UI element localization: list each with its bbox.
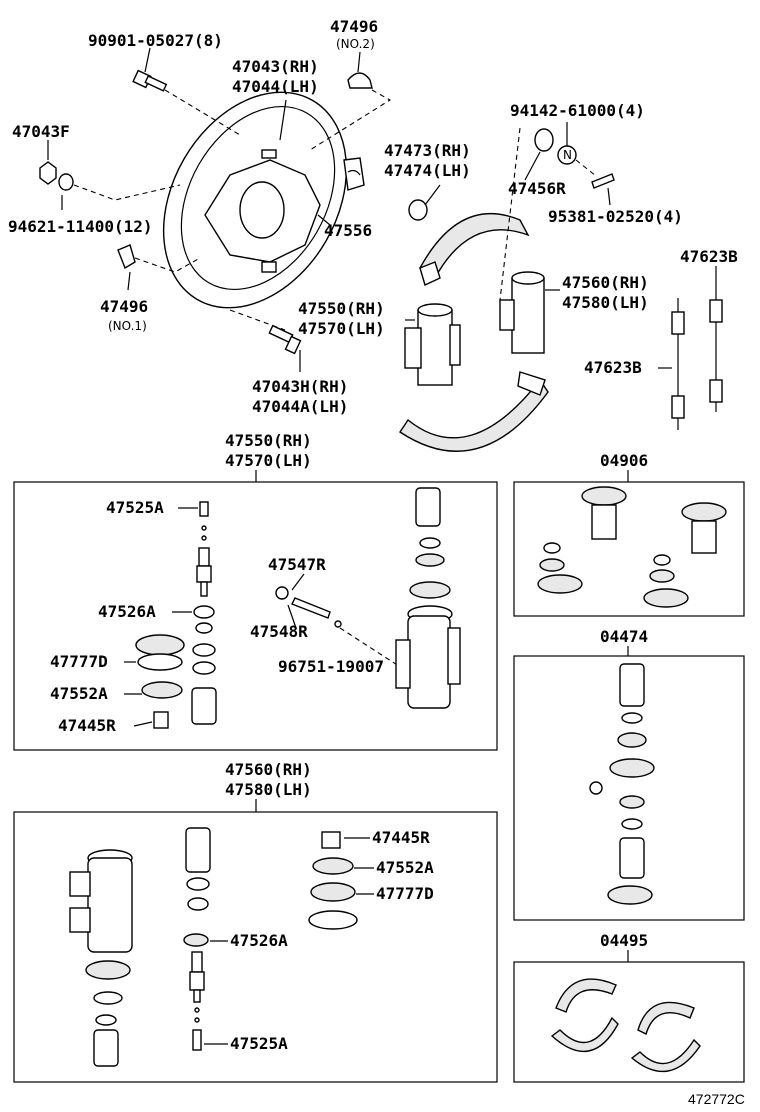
label-s1-47552a: 47552A — [50, 684, 108, 703]
brake-shoe-upper — [408, 199, 530, 286]
label-bolt-47044a: 47044A(LH) — [252, 397, 348, 416]
label-s1-47445r: 47445R — [58, 716, 116, 735]
kit-04906-box — [513, 481, 745, 617]
return-spring-mid — [671, 298, 685, 430]
kit-04474-title: 04474 — [600, 627, 648, 646]
s1-bleeder — [275, 586, 342, 628]
label-bolt-90901: 90901-05027(8) — [88, 31, 223, 50]
section2-box — [13, 811, 498, 1083]
label-s2-47525a: 47525A — [230, 1034, 288, 1053]
kit-04474-parts — [589, 663, 655, 905]
bolt-90901 — [132, 69, 168, 92]
nut-94142: N — [534, 128, 577, 165]
label-s2-47552a: 47552A — [376, 858, 434, 877]
s2-exploded-middle — [183, 827, 211, 1051]
label-plate-rh: 47043(RH) — [232, 57, 319, 76]
label-nut-47043f: 47043F — [12, 122, 70, 141]
bolt-47043h — [268, 324, 302, 355]
label-s2-47777d: 47777D — [376, 884, 434, 903]
label-cyl-47560-rh: 47560(RH) — [562, 273, 649, 292]
label-spring-47623b-top: 47623B — [680, 247, 738, 266]
label-s2-47526a: 47526A — [230, 931, 288, 950]
clip-47556 — [343, 157, 365, 191]
label-cap-47456r: 47456R — [508, 179, 566, 198]
clip-47496-no1 — [117, 244, 136, 270]
s2-cylinder-body — [69, 849, 133, 1067]
kit-04906-parts — [537, 486, 727, 608]
wheel-cylinder-47560 — [499, 271, 545, 354]
label-nut-94142: 94142-61000(4) — [510, 101, 645, 120]
clip-47496-no2 — [347, 72, 373, 89]
label-cyl-47580-lh: 47580(LH) — [562, 293, 649, 312]
label-clip-47496-no1-note: (NO.1) — [108, 319, 147, 333]
label-shoe-rh: 47473(RH) — [384, 141, 471, 160]
kit-04474-box — [513, 655, 745, 921]
kit-04906-title: 04906 — [600, 451, 648, 470]
s1-cylinder-body — [395, 487, 461, 709]
reference-code: 472772C — [688, 1091, 745, 1107]
label-washer-94621: 94621-11400(12) — [8, 217, 153, 236]
s2-exploded-right — [308, 831, 358, 930]
label-s1-47547r: 47547R — [268, 555, 326, 574]
label-bolt-47043h: 47043H(RH) — [252, 377, 348, 396]
return-spring-top — [709, 282, 723, 412]
kit-04495-box — [513, 961, 745, 1083]
label-plate-lh: 47044(LH) — [232, 77, 319, 96]
section1-title-rh: 47550(RH) — [225, 431, 312, 450]
label-s1-47525a: 47525A — [106, 498, 164, 517]
backing-plate — [162, 91, 348, 309]
label-spring-47623b-mid: 47623B — [584, 358, 642, 377]
section2-title-lh: 47580(LH) — [225, 780, 312, 799]
label-clip-47496-no2-note: (NO.2) — [336, 37, 375, 51]
label-s1-96751: 96751-19007 — [278, 657, 384, 676]
section1-title-lh: 47570(LH) — [225, 451, 312, 470]
label-s1-47526a: 47526A — [98, 602, 156, 621]
kit-04495-title: 04495 — [600, 931, 648, 950]
label-clip-47496-no1: 47496 — [100, 297, 148, 316]
section2-title-rh: 47560(RH) — [225, 760, 312, 779]
label-s2-47445r: 47445R — [372, 828, 430, 847]
label-shoe-lh: 47474(LH) — [384, 161, 471, 180]
label-clip-47556: 47556 — [324, 221, 372, 240]
kit-04495-shoes — [550, 978, 701, 1073]
s1-exploded-left — [135, 501, 217, 729]
label-s1-47548r: 47548R — [250, 622, 308, 641]
label-cyl-47570-lh: 47570(LH) — [298, 319, 385, 338]
nut-47043f — [39, 161, 74, 191]
label-cyl-47550-rh: 47550(RH) — [298, 299, 385, 318]
label-pin-95381: 95381-02520(4) — [548, 207, 683, 226]
svg-text:N: N — [563, 148, 572, 162]
section1-box — [13, 481, 498, 751]
wheel-cylinder-47550 — [404, 303, 461, 386]
brake-shoe-lower — [399, 371, 549, 452]
pin-95381 — [591, 173, 615, 189]
label-clip-47496-no2: 47496 — [330, 17, 378, 36]
label-s1-47777d: 47777D — [50, 652, 108, 671]
